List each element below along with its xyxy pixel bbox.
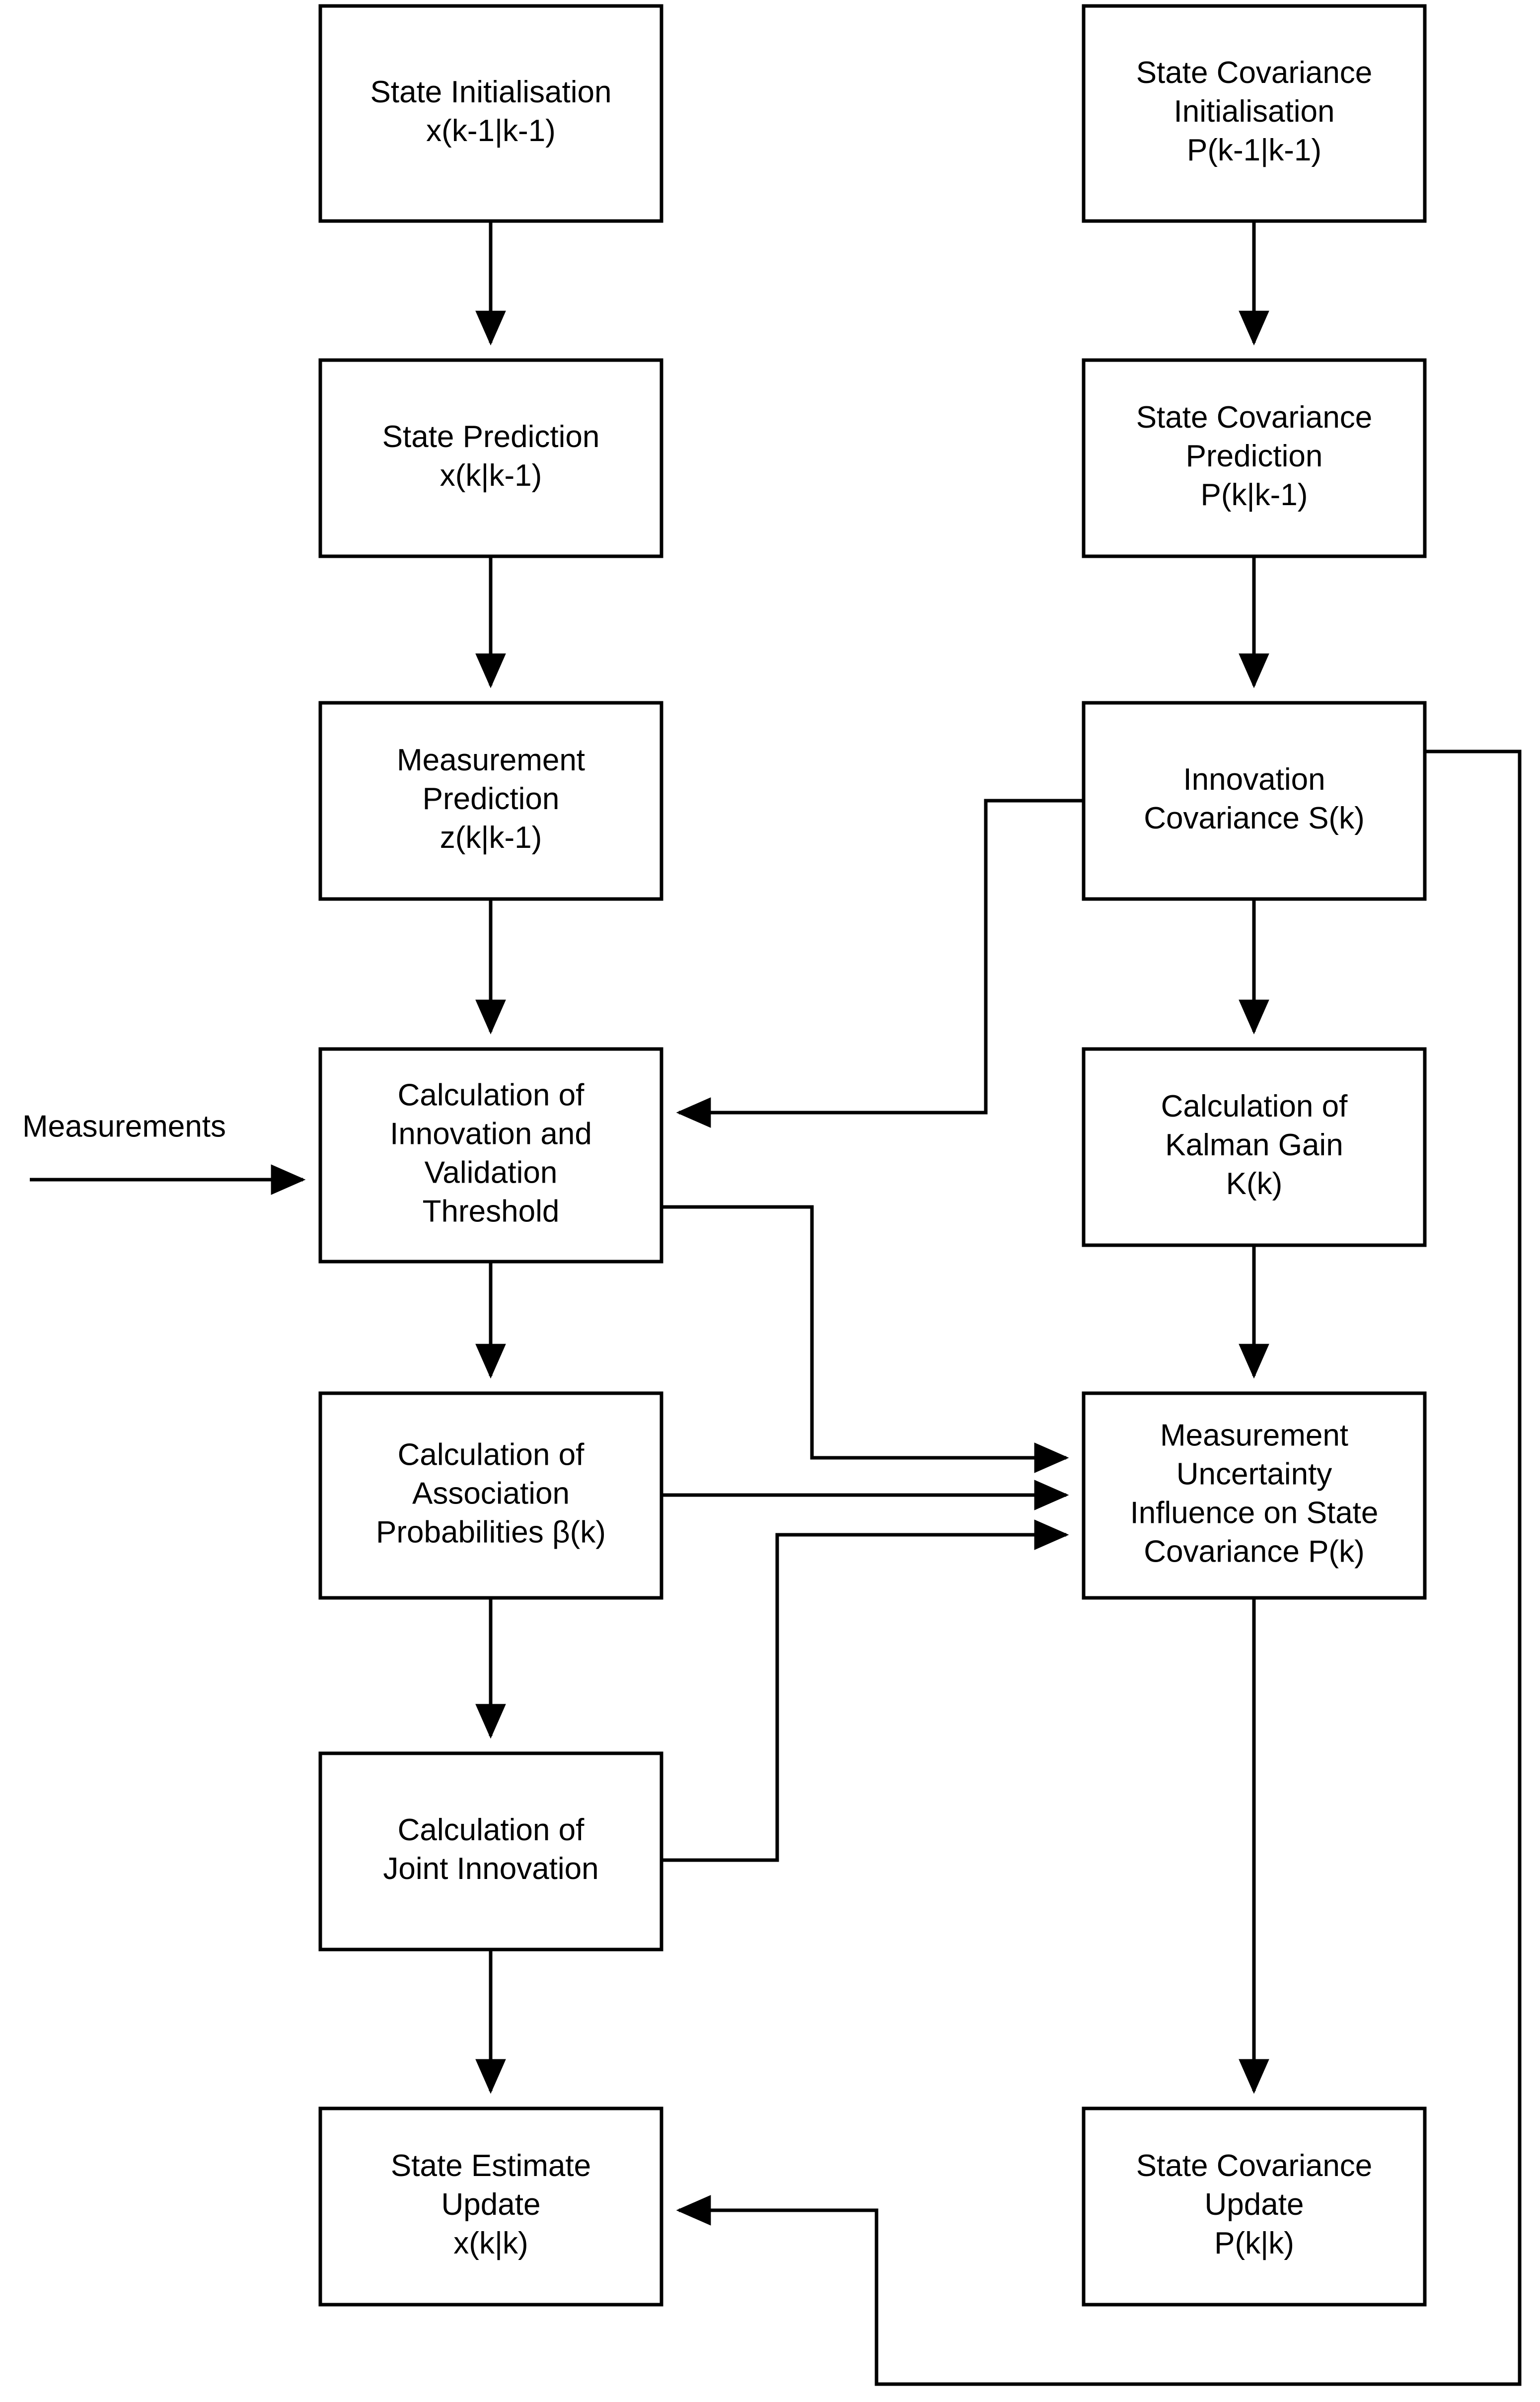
node-label-line: K(k) <box>1226 1167 1283 1201</box>
node-label-line: Update <box>441 2187 541 2222</box>
node-calculation-of-innovation-and-validation-threshold[interactable]: Calculation of Innovation andValidationTh… <box>318 1047 663 1264</box>
node-label-line: Innovation <box>1183 762 1325 797</box>
node-box <box>318 2106 663 2307</box>
node-label-line: Calculation of <box>398 1437 585 1472</box>
node-label-line: Update <box>1205 2187 1304 2222</box>
node-label-line: Measurement <box>1160 1418 1348 1452</box>
node-box <box>318 4 663 223</box>
node-box <box>1082 4 1427 223</box>
node-label-line: Calculation of <box>398 1813 585 1847</box>
node-label-line: State Initialisation <box>370 75 612 109</box>
node-box <box>1082 2106 1427 2307</box>
external-label-measurements: Measurements <box>22 1109 226 1143</box>
node-label-line: Measurement <box>397 743 585 777</box>
node-box <box>1082 358 1427 558</box>
node-label-line: Association <box>412 1476 570 1510</box>
edge-layer <box>30 221 1522 2386</box>
node-label-line: State Covariance <box>1136 400 1373 435</box>
node-label-line: State Estimate <box>391 2149 591 2183</box>
node-label-line: x(k|k-1) <box>440 458 542 493</box>
node-state-prediction[interactable]: State Prediction x(k|k-1) <box>318 358 663 558</box>
node-label-line: Uncertainty <box>1176 1457 1332 1491</box>
edge-innovation-covariance-feedback-to-state-estimate-update <box>676 750 1522 2386</box>
node-box <box>318 701 663 901</box>
node-label-line: Calculation of <box>1161 1089 1348 1124</box>
node-label-line: z(k|k-1) <box>440 821 542 855</box>
node-label-line: Joint Innovation <box>383 1852 598 1886</box>
node-label-line: x(k-1|k-1) <box>426 114 556 148</box>
node-box <box>318 358 663 558</box>
edge-innovation-calc-to-uncertainty <box>661 1205 1069 1473</box>
node-label-line: P(k-1|k-1) <box>1187 133 1321 167</box>
node-box <box>1082 1047 1427 1247</box>
node-label-line: Validation <box>425 1155 558 1190</box>
edge-innovation-covariance-to-innovation-calc <box>676 799 1084 1128</box>
node-label-line: Covariance S(k) <box>1144 801 1364 835</box>
node-state-initialisation[interactable]: State Initialisation x(k-1|k-1) <box>318 4 663 223</box>
edge-joint-innovation-to-uncertainty <box>661 1519 1069 1862</box>
node-label-line: Influence on State <box>1130 1496 1379 1530</box>
node-label-line: Prediction <box>423 782 560 816</box>
node-label-line: Prediction <box>1186 439 1323 473</box>
node-label-line: P(k|k) <box>1214 2226 1294 2260</box>
node-layer: State Initialisation x(k-1|k-1) State Cova… <box>318 4 1427 2307</box>
node-label-line: State Covariance <box>1136 2149 1373 2183</box>
node-box <box>318 1047 663 1264</box>
node-label-line: Threshold <box>423 1194 560 1228</box>
external-label-layer: Measurements <box>22 1109 226 1143</box>
node-calculation-of-joint-innovation[interactable]: Calculation of Joint Innovation <box>318 1751 663 1952</box>
node-label-line: State Prediction <box>382 420 600 454</box>
node-label-line: Initialisation <box>1174 94 1335 129</box>
node-box <box>318 1751 663 1952</box>
node-label-line: Calculation of <box>398 1078 585 1112</box>
node-label-line: Kalman Gain <box>1165 1128 1343 1162</box>
node-label-line: x(k|k) <box>453 2226 528 2260</box>
node-label-line: Covariance P(k) <box>1144 1534 1364 1569</box>
node-box <box>318 1391 663 1600</box>
node-label-line: Innovation and <box>390 1117 592 1151</box>
node-box <box>1082 701 1427 901</box>
node-label-line: P(k|k-1) <box>1201 478 1308 512</box>
node-label-line: State Covariance <box>1136 56 1373 90</box>
node-box <box>1082 1391 1427 1600</box>
node-label-line: Probabilities β(k) <box>376 1515 606 1549</box>
